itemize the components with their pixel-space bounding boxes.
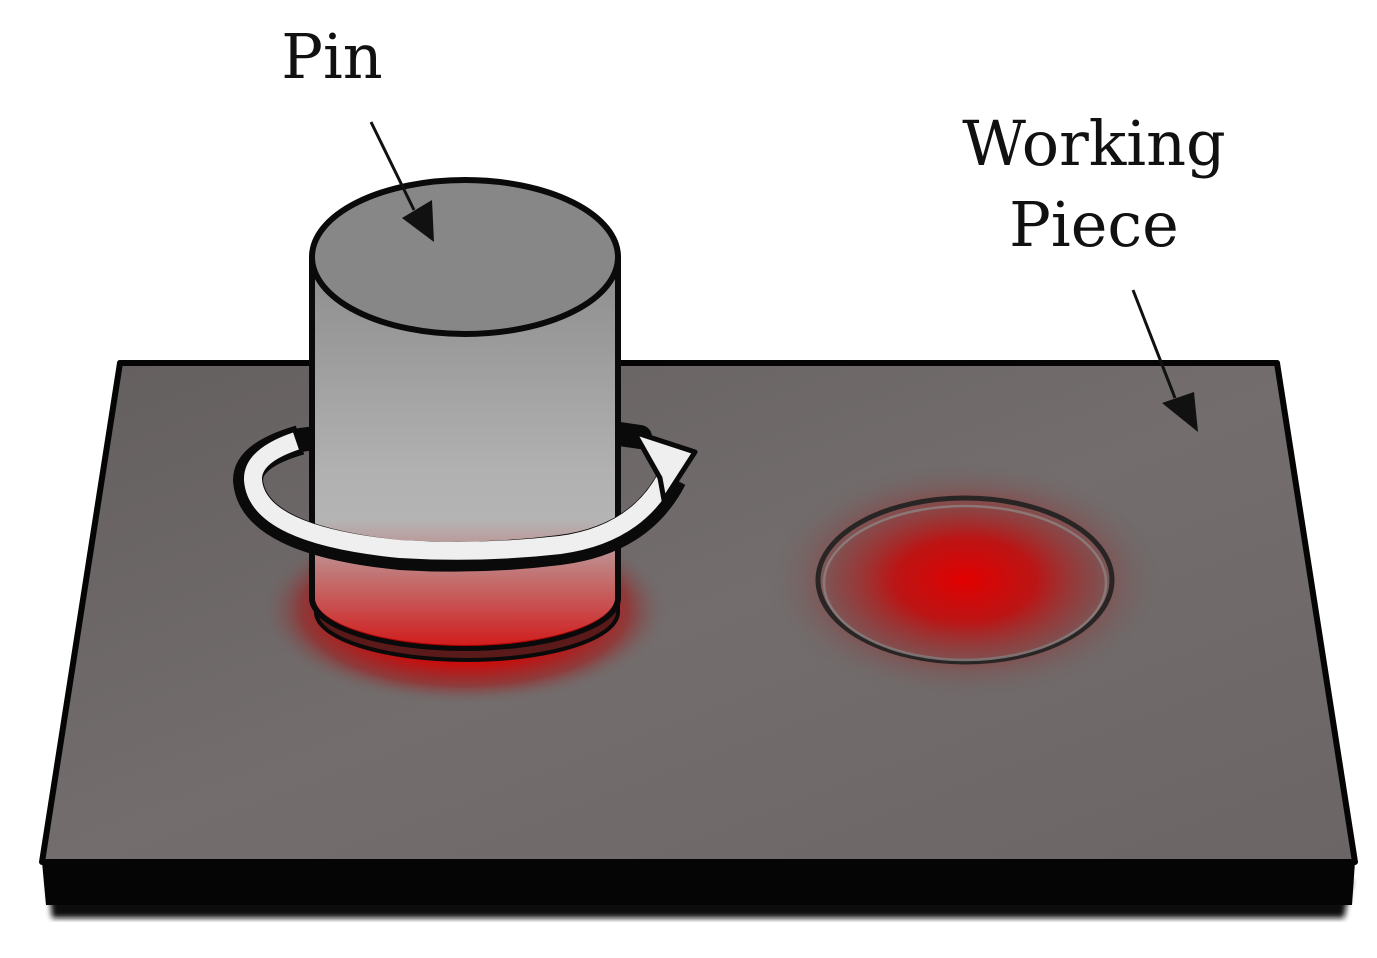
rotation-arrow-head — [631, 429, 698, 503]
weld-spot-ring — [815, 495, 1115, 665]
rotation-arrow-body — [244, 432, 674, 560]
weld-spot — [765, 460, 1165, 700]
working-piece-arrow-pointer-icon — [1131, 289, 1198, 432]
pin-label: Pin — [281, 20, 382, 93]
working-piece-label-line2: Piece — [1009, 188, 1179, 261]
weld-spot-ring-highlight — [822, 504, 1108, 662]
plate-front-edge — [42, 862, 1355, 905]
working-piece-plate — [39, 360, 1358, 918]
working-piece-arrow-head — [1162, 392, 1198, 432]
pin-arrow-head — [402, 200, 434, 242]
pin — [309, 177, 621, 662]
working-piece-arrow-shaft — [1131, 289, 1177, 399]
plate-top-surface — [39, 360, 1358, 865]
pin-arrow-pointer-icon — [369, 121, 434, 242]
working-piece-label-line1: Working — [962, 107, 1226, 180]
pin-arrow-shaft — [369, 121, 416, 211]
pin-top-face — [309, 177, 621, 337]
rotation-arrow-icon — [232, 425, 698, 572]
